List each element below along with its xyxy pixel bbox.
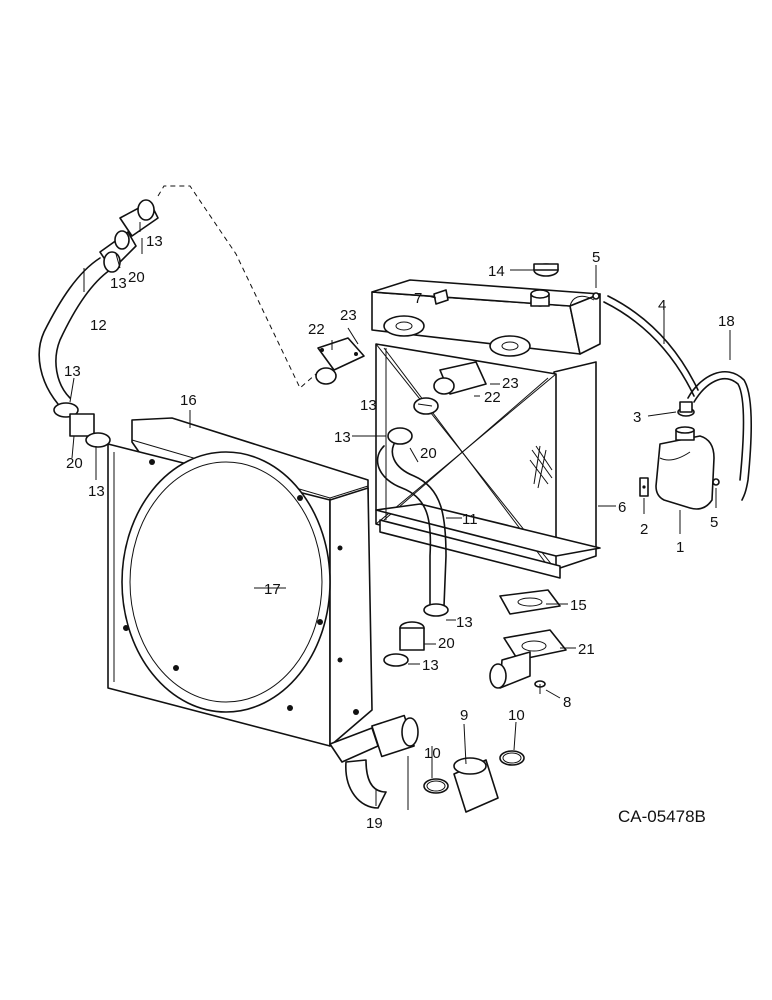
callout-20a: 20: [128, 269, 145, 286]
callout-9: 9: [460, 707, 468, 724]
thermostat-housing: [489, 629, 567, 689]
callout-23a: 23: [340, 307, 357, 324]
callout-11: 11: [462, 511, 478, 528]
callout-22a: 22: [308, 321, 325, 338]
callout-18: 18: [718, 313, 735, 330]
radiator-cap: [533, 263, 559, 277]
callout-10b: 10: [508, 707, 525, 724]
overflow-tube: [603, 301, 695, 397]
hose-sleeve-upper: [53, 402, 111, 448]
hose-clamp: [423, 750, 525, 794]
callout-19: 19: [366, 815, 383, 832]
vent-hose: [687, 370, 753, 501]
callout-13b: 13: [110, 275, 127, 292]
lower-radiator-hose: [376, 397, 449, 617]
hose-sleeve: [453, 757, 499, 813]
callout-10a: 10: [424, 745, 441, 762]
leader-lines: [69, 222, 731, 806]
callout-1: 1: [676, 539, 684, 556]
callout-20c: 20: [420, 445, 437, 462]
upper-radiator-hose: [38, 199, 159, 405]
radiator-core: [371, 279, 601, 579]
callout-23b: 23: [502, 375, 519, 392]
water-outlet-elbow: [315, 337, 365, 385]
lower-elbow: [329, 714, 419, 809]
callout-5b: 5: [710, 514, 718, 531]
callout-22b: 22: [484, 389, 501, 406]
callout-13g: 13: [456, 614, 473, 631]
callout-7: 7: [414, 290, 422, 307]
clip: [433, 289, 449, 305]
callout-14: 14: [488, 263, 505, 280]
callout-13c: 13: [64, 363, 81, 380]
callout-13h: 13: [422, 657, 439, 674]
hose-sleeve-lower: [383, 621, 425, 667]
callout-15: 15: [570, 597, 587, 614]
callout-5a: 5: [592, 249, 600, 266]
bolt: [534, 680, 546, 694]
callout-4: 4: [658, 297, 666, 314]
callout-12: 12: [90, 317, 107, 334]
gasket: [499, 589, 561, 615]
callout-3: 3: [633, 409, 641, 426]
callout-21: 21: [578, 641, 595, 658]
fan-shroud: [107, 417, 373, 747]
callout-13f: 13: [334, 429, 351, 446]
callout-2: 2: [640, 521, 648, 538]
callout-16: 16: [180, 392, 197, 409]
bracket: [639, 477, 649, 497]
reservoir-cap: [677, 401, 695, 417]
callout-20b: 20: [66, 455, 83, 472]
callout-17: 17: [264, 581, 281, 598]
drawing-reference-code: CA-05478B: [618, 807, 706, 826]
coolant-reservoir: [655, 426, 715, 510]
callout-13d: 13: [88, 483, 105, 500]
water-outlet-elbow-right: [433, 361, 487, 395]
callout-labels: 1 2 3 4 5 5 6 7 8 9 10 10 11 12 13 13 13…: [64, 233, 735, 832]
callout-8: 8: [563, 694, 571, 711]
callout-6: 6: [618, 499, 626, 516]
callout-13a: 13: [146, 233, 163, 250]
callout-13e: 13: [360, 397, 377, 414]
callout-20d: 20: [438, 635, 455, 652]
